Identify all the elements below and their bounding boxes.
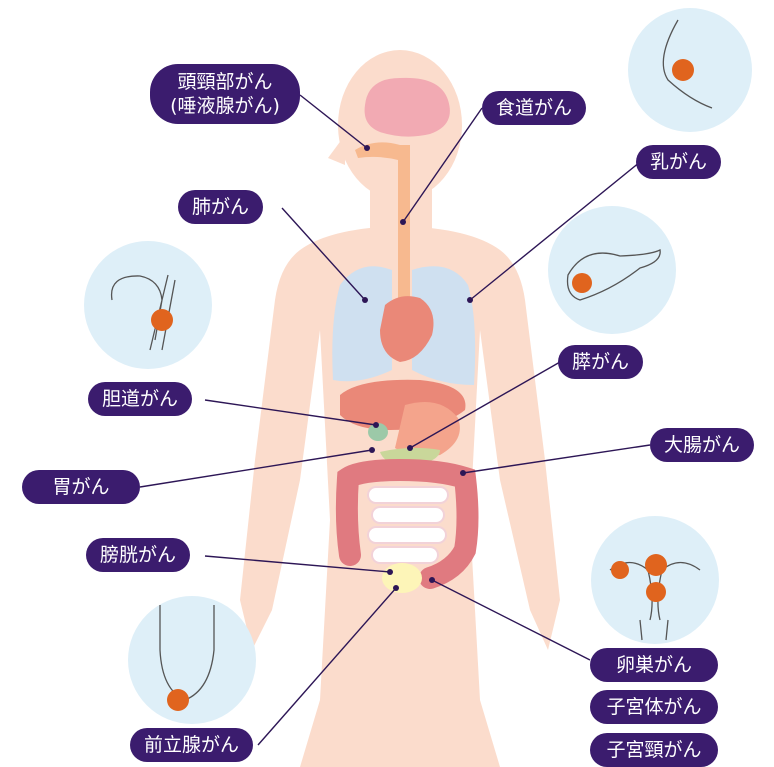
label-head-neck-line2: (唾液腺がん) bbox=[164, 94, 286, 118]
biliary-tumor-icon bbox=[151, 309, 173, 331]
label-breast: 乳がん bbox=[636, 145, 721, 179]
label-esophagus: 食道がん bbox=[482, 91, 586, 125]
esophagus bbox=[398, 150, 410, 300]
label-lung: 肺がん bbox=[178, 190, 263, 224]
brain bbox=[365, 78, 450, 137]
inset-pancreas bbox=[548, 206, 676, 334]
ovary-tumor-icon bbox=[611, 561, 629, 579]
label-ovary: 卵巣がん bbox=[590, 648, 718, 682]
pancreas-tumor-icon bbox=[572, 273, 592, 293]
label-head-neck: 頭頸部がん (唾液腺がん) bbox=[150, 64, 300, 124]
label-pancreas: 膵がん bbox=[558, 345, 643, 379]
inset-biliary bbox=[84, 241, 212, 369]
label-biliary: 胆道がん bbox=[88, 382, 192, 416]
uterus-tumor-icon bbox=[645, 554, 667, 576]
inset-breast bbox=[628, 8, 752, 132]
bladder bbox=[382, 563, 422, 593]
label-stomach: 胃がん bbox=[22, 470, 140, 504]
label-prostate: 前立腺がん bbox=[130, 728, 253, 762]
breast-tumor-icon bbox=[672, 59, 694, 81]
label-colon: 大腸がん bbox=[650, 428, 754, 462]
label-head-neck-line1: 頭頸部がん bbox=[164, 70, 286, 94]
cervix-tumor-icon bbox=[646, 582, 666, 602]
label-uterine-body: 子宮体がん bbox=[590, 690, 718, 724]
label-cervix: 子宮頸がん bbox=[590, 733, 718, 767]
prostate-tumor-icon bbox=[167, 689, 189, 711]
label-bladder: 膀胱がん bbox=[86, 538, 190, 572]
inset-uterus bbox=[591, 516, 719, 644]
inset-prostate bbox=[128, 596, 256, 724]
